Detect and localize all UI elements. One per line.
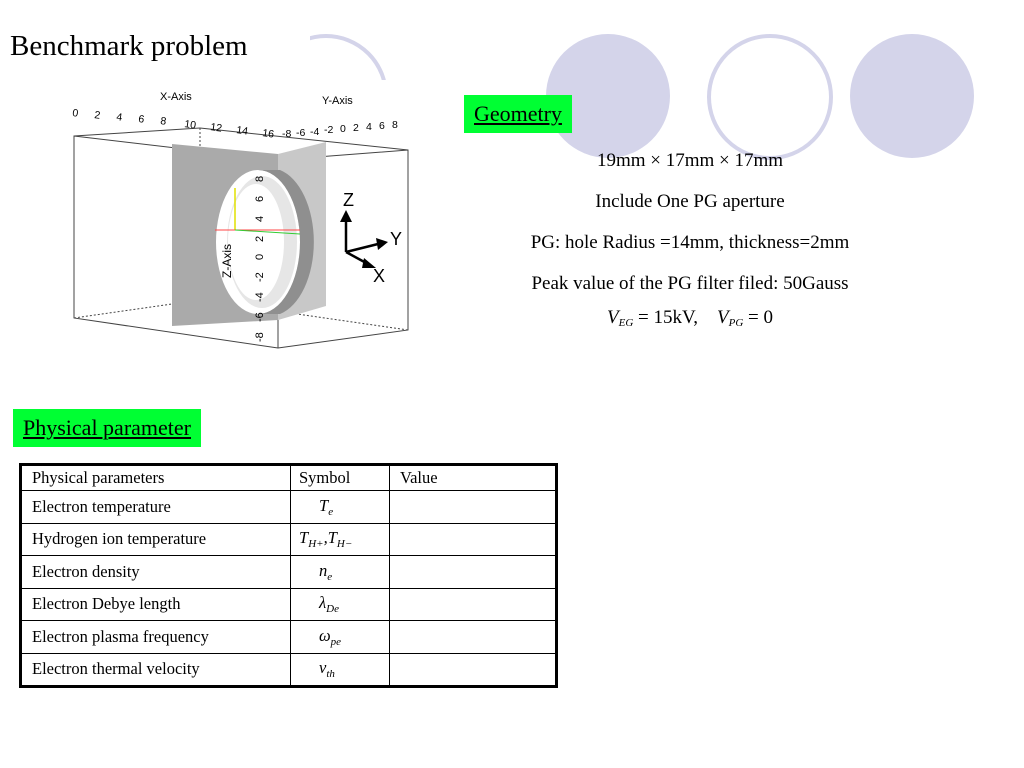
- svg-text:4: 4: [366, 121, 372, 133]
- header-symbol: Symbol: [290, 464, 390, 491]
- svg-text:2: 2: [353, 122, 359, 134]
- table-row: Electron thermal velocity vth: [20, 652, 557, 687]
- table-row: Electron density ne: [20, 555, 557, 589]
- svg-text:0: 0: [340, 123, 346, 135]
- svg-text:16: 16: [262, 127, 275, 141]
- svg-text:0: 0: [72, 107, 80, 120]
- geometry-aperture: Include One PG aperture: [595, 191, 785, 212]
- param-symbol: λDe: [290, 587, 390, 621]
- header-value: Value: [389, 464, 557, 491]
- table-row: Hydrogen ion temperature TH+,TH−: [20, 522, 557, 556]
- svg-text:0: 0: [254, 254, 266, 260]
- x-ticks: 0 2 4 6 8 10 12 14 16: [72, 107, 275, 141]
- param-name: Electron thermal velocity: [20, 652, 291, 687]
- svg-text:12: 12: [210, 121, 223, 135]
- svg-text:-2: -2: [254, 272, 266, 282]
- y-ticks: -8 -6 -4 -2 0 2 4 6 8: [282, 119, 398, 140]
- svg-text:-8: -8: [254, 332, 266, 342]
- z-axis-label: Z-Axis: [220, 244, 234, 278]
- svg-text:14: 14: [236, 124, 249, 138]
- v-pg-value: = 0: [748, 307, 774, 328]
- param-symbol: ne: [290, 555, 390, 589]
- geometry-dimensions: 19mm × 17mm × 17mm: [596, 150, 784, 171]
- param-name: Electron Debye length: [20, 587, 291, 621]
- svg-text:2: 2: [94, 109, 102, 122]
- table-header-row: Physical parameters Symbol Value: [20, 464, 557, 491]
- y-axis-label: Y-Axis: [322, 95, 353, 107]
- param-value: [389, 587, 557, 621]
- decor-ring-2: [707, 34, 833, 160]
- svg-text:-6: -6: [296, 127, 305, 139]
- svg-text:-8: -8: [282, 128, 291, 140]
- param-symbol: ωpe: [290, 620, 390, 654]
- svg-text:4: 4: [116, 111, 124, 124]
- param-symbol: TH+,TH−: [290, 522, 390, 556]
- v-eg-value: = 15kV,: [638, 307, 699, 328]
- param-name: Electron density: [20, 555, 291, 589]
- physical-parameter-heading: Physical parameter: [13, 409, 201, 447]
- triad-y: Y: [390, 229, 402, 249]
- table-row: Electron Debye length λDe: [20, 587, 557, 621]
- svg-text:-4: -4: [254, 292, 266, 302]
- decor-circle-3: [850, 34, 974, 158]
- x-axis-label: X-Axis: [160, 91, 192, 103]
- param-value: [389, 555, 557, 589]
- param-value: [389, 522, 557, 556]
- triad-z: Z: [343, 190, 354, 210]
- v-pg-symbol: V: [717, 307, 729, 328]
- title-backdrop: [0, 0, 310, 84]
- v-eg-sub: EG: [618, 317, 634, 329]
- geometry-hole: PG: hole Radius =14mm, thickness=2mm: [530, 232, 850, 253]
- param-name: Hydrogen ion temperature: [20, 522, 291, 556]
- svg-text:10: 10: [184, 118, 197, 132]
- geometry-figure: X-Axis Y-Axis Z-Axis 0 2 4 6 8 10 12 14 …: [60, 80, 430, 370]
- svg-text:8: 8: [392, 119, 398, 131]
- param-value: [389, 652, 557, 687]
- svg-text:6: 6: [379, 120, 385, 132]
- param-symbol: vth: [290, 652, 390, 687]
- svg-text:4: 4: [254, 216, 266, 222]
- param-symbol: Te: [290, 490, 390, 524]
- geometry-voltage: VEG = 15kV, VPG = 0: [440, 307, 940, 329]
- z-ticks: -8 -6 -4 -2 0 2 4 6 8: [254, 176, 266, 342]
- param-name: Electron plasma frequency: [20, 620, 291, 654]
- svg-text:-4: -4: [310, 126, 319, 138]
- table-row: Electron plasma frequency ωpe: [20, 620, 557, 654]
- svg-text:6: 6: [254, 196, 266, 202]
- v-eg-symbol: V: [606, 307, 619, 328]
- param-name: Electron temperature: [20, 490, 291, 524]
- svg-text:-6: -6: [254, 312, 266, 322]
- svg-text:-2: -2: [324, 124, 333, 136]
- header-parameters: Physical parameters: [20, 464, 291, 491]
- svg-text:8: 8: [254, 176, 266, 182]
- triad-x: X: [373, 266, 385, 286]
- physical-parameters-table: Physical parameters Symbol Value Electro…: [19, 463, 558, 688]
- page-title: Benchmark problem: [10, 30, 248, 62]
- table-row: Electron temperature Te: [20, 490, 557, 524]
- param-value: [389, 620, 557, 654]
- svg-text:2: 2: [254, 236, 266, 242]
- svg-text:6: 6: [138, 113, 146, 126]
- geometry-peak: Peak value of the PG filter filed: 50Gau…: [531, 273, 849, 294]
- v-pg-sub: PG: [728, 317, 744, 329]
- orientation-triad: [340, 210, 388, 268]
- param-value: [389, 490, 557, 524]
- svg-text:8: 8: [160, 115, 168, 128]
- geometry-heading: Geometry: [464, 95, 572, 133]
